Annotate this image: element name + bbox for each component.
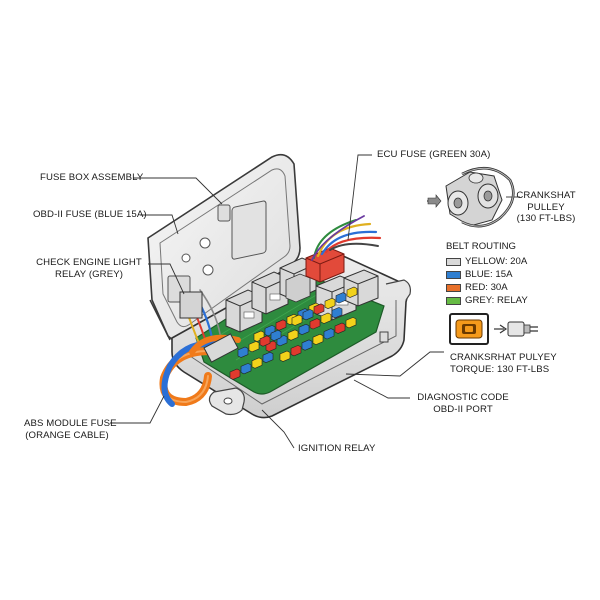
legend-item: YELLOW: 20A xyxy=(446,255,586,268)
fuse xyxy=(313,303,325,315)
torque-callout xyxy=(449,313,538,345)
label-abs-module-fuse: ABS MODULE FUSE (ORANGE CABLE) xyxy=(24,418,117,441)
fuse xyxy=(331,307,343,319)
label-line: (130 FT-LBS) xyxy=(516,213,576,224)
label-line: OBD-II PORT xyxy=(433,403,493,415)
fuse-array xyxy=(229,286,358,380)
legend-items: YELLOW: 20A BLUE: 15A RED: 30A GREY: RELAY xyxy=(446,255,586,307)
fuse xyxy=(248,341,260,353)
fuse xyxy=(346,286,358,298)
legend-label: GREY: RELAY xyxy=(465,295,528,306)
label-line: DIAGNOSTIC CODE xyxy=(417,392,509,403)
fuse xyxy=(291,314,303,326)
legend-swatch xyxy=(446,257,461,266)
left-connector xyxy=(179,291,239,363)
fuse xyxy=(309,318,321,330)
fuse xyxy=(335,292,347,304)
abs-cable xyxy=(159,334,241,407)
relay-group xyxy=(225,257,379,333)
label-line: (ORANGE CABLE) xyxy=(25,429,109,441)
fuse xyxy=(312,333,324,346)
legend-swatch xyxy=(446,296,461,305)
fuse xyxy=(298,323,310,336)
relay xyxy=(251,271,289,315)
legend-swatch xyxy=(446,270,461,279)
relay xyxy=(285,273,311,303)
fuse xyxy=(302,309,314,321)
obd-connector-icon xyxy=(507,321,538,337)
fuse xyxy=(251,357,263,369)
label-diagnostic-port: DIAGNOSTIC CODE OBD-II PORT xyxy=(408,392,518,415)
fuse xyxy=(290,345,302,357)
label-obd-fuse: OBD-II FUSE (BLUE 15A) xyxy=(33,209,147,220)
label-line: PULLEY xyxy=(527,201,565,213)
fuse xyxy=(301,339,313,351)
fuse xyxy=(334,322,346,334)
fuse xyxy=(279,350,291,362)
legend-label: RED: 30A xyxy=(465,282,508,293)
label-line: CHECK ENGINE LIGHT xyxy=(36,257,142,268)
fuse xyxy=(259,335,271,347)
legend-item: RED: 30A xyxy=(446,281,586,294)
legend-item: BLUE: 15A xyxy=(446,268,586,281)
label-line: TORQUE: 130 FT-LBS xyxy=(450,363,550,375)
fuse xyxy=(270,329,282,342)
legend-label: BLUE: 15A xyxy=(465,269,513,280)
fuse xyxy=(287,329,299,341)
fuse xyxy=(345,317,357,329)
label-fuse-box-assembly: FUSE BOX ASSEMBLY xyxy=(40,172,144,183)
label-ignition-relay: IGNITION RELAY xyxy=(298,443,376,454)
label-crankshaft-pulley: CRANKSHAT PULLEY (130 FT-LBS) xyxy=(508,190,584,225)
fuse xyxy=(240,363,252,375)
fuse xyxy=(320,312,332,324)
label-line: CRANKSRHAT PULYEY xyxy=(450,352,557,363)
fuse xyxy=(229,368,241,380)
belt-routing-legend: BELT ROUTING YELLOW: 20A BLUE: 15A RED: 30… xyxy=(446,241,586,307)
relay xyxy=(343,269,379,307)
legend-item: GREY: RELAY xyxy=(446,294,586,307)
label-ecu-fuse: ECU FUSE (GREEN 30A) xyxy=(377,149,491,160)
label-check-engine-relay: CHECK ENGINE LIGHT RELAY (GREY) xyxy=(28,257,150,280)
label-line: ABS MODULE FUSE xyxy=(24,418,117,429)
leader-lines xyxy=(110,154,520,449)
pulley-assembly-icon xyxy=(427,166,515,228)
fuse xyxy=(262,351,274,364)
engine-warning-icon xyxy=(455,319,483,339)
legend-title: BELT ROUTING xyxy=(446,241,517,252)
legend-label: YELLOW: 20A xyxy=(465,256,528,267)
fuse xyxy=(237,346,249,358)
fuse xyxy=(324,297,336,310)
legend-swatch xyxy=(446,283,461,292)
label-torque: CRANKSRHAT PULYEY TORQUE: 130 FT-LBS xyxy=(450,352,557,375)
fuse xyxy=(323,328,335,340)
fuse xyxy=(275,319,287,331)
label-line: RELAY (GREY) xyxy=(54,268,124,280)
label-line: CRANKSHAT xyxy=(516,190,576,201)
arrow-right-icon xyxy=(427,194,442,208)
